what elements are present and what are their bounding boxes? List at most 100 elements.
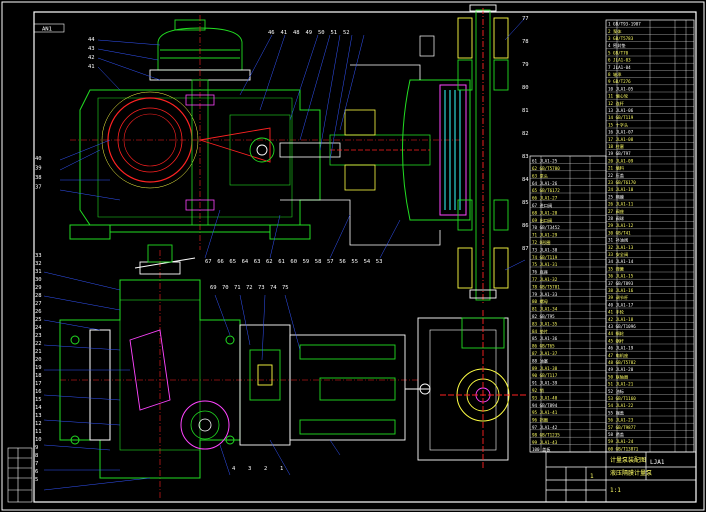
balloon-label: 24 — [35, 325, 42, 331]
parts-list-row: 9 GB/T276 — [608, 79, 631, 84]
balloon-label: 26 — [35, 309, 42, 315]
parts-list-row: 21 填料 — [608, 165, 625, 172]
parts-list-row: 33 安全阀 — [608, 251, 628, 258]
leaders-top — [59, 34, 401, 259]
parts-list-row: 65 GB/T6172 — [532, 188, 560, 193]
parts-list-row: 30 GB/T41 — [608, 230, 631, 235]
parts-list-row: 85 JLA1-36 — [532, 336, 558, 341]
balloon-label: 55 — [351, 259, 358, 265]
balloon-label: 65 — [229, 259, 236, 265]
balloon-label: 73 — [258, 285, 265, 291]
balloon-label: 23 — [35, 333, 42, 339]
parts-list-row: 34 JLA1-14 — [608, 259, 634, 264]
parts-list-row: 96 挡圈 — [532, 417, 548, 424]
parts-list-row: 53 GB/T1160 — [608, 396, 636, 401]
balloon-label: 53 — [376, 259, 383, 265]
balloon-label: 44 — [88, 37, 95, 43]
balloon-label: 61 — [278, 259, 285, 265]
balloon-label: 72 — [246, 285, 253, 291]
balloon-label: 80 — [522, 85, 529, 91]
balloon-label: 75 — [282, 285, 289, 291]
balloon-label: 9 — [35, 445, 38, 451]
valve-stack — [457, 4, 509, 305]
balloon-label: 4 — [232, 466, 236, 472]
parts-list-row: 26 JLA1-11 — [608, 202, 634, 207]
balloon-label: 13 — [35, 413, 42, 419]
parts-list-row: 62 GB/T5780 — [532, 166, 560, 171]
balloon-label: 3 — [248, 466, 251, 472]
worm-wheel — [101, 91, 199, 189]
side-view-head — [417, 310, 526, 470]
balloon-label: 8 — [35, 453, 38, 459]
balloon-label: 32 — [35, 261, 42, 267]
balloon-label: 37 — [35, 185, 42, 191]
balloon-label: 40 — [35, 156, 42, 162]
balloon-label: 85 — [522, 200, 529, 206]
balloon-label: 42 — [88, 55, 95, 61]
balloon-label: 28 — [35, 293, 42, 299]
parts-list-row: 39 调节杆 — [608, 294, 629, 301]
parts-list-row: 4 密封垫 — [608, 42, 626, 49]
balloon-label: 50 — [318, 30, 325, 36]
balloon-label: 11 — [35, 429, 42, 435]
parts-list-row: 68 JLA1-28 — [532, 210, 558, 215]
parts-list-row: 55 端盖 — [608, 409, 624, 416]
balloon-label: 86 — [522, 223, 529, 229]
balloon-label: 78 — [522, 39, 529, 45]
parts-list-row: 76 底座 — [532, 269, 548, 276]
plunger-cylinder — [279, 109, 431, 191]
balloon-label: 12 — [35, 421, 42, 427]
parts-list-row: 47 电机座 — [608, 352, 628, 359]
balloon-label: 74 — [270, 285, 277, 291]
balloon-label: 10 — [35, 437, 42, 443]
balloon-label: 84 — [522, 177, 529, 183]
parts-list-row: 15 十字头 — [608, 121, 628, 128]
parts-list-row: 57 GB/T9877 — [608, 425, 636, 430]
parts-list-row: 17 JLA1-08 — [608, 137, 634, 142]
title-block — [545, 451, 697, 503]
balloon-label: 77 — [522, 16, 529, 22]
parts-list-row: 97 JLA1-42 — [532, 425, 558, 430]
parts-list-row: 67 进口阀 — [532, 202, 552, 209]
parts-list-row: 3 GB/T5783 — [608, 36, 634, 41]
parts-list-row: 99 JLA1-43 — [532, 440, 558, 445]
parts-list-row: 60 GB/T13871 — [608, 446, 639, 451]
balloon-label: 33 — [35, 253, 42, 259]
parts-list-row: 25 隔膜 — [608, 193, 624, 200]
parts-list-row: 23 GB/T6170 — [608, 180, 636, 185]
balloon-label: 43 — [88, 46, 95, 52]
parts-list-row: 58 透盖 — [608, 431, 624, 438]
parts-list-row: 59 JLA1-24 — [608, 439, 634, 444]
vertical-shaft — [185, 79, 215, 226]
handwheel — [134, 244, 196, 275]
parts-list-row: 29 JLA1-12 — [608, 223, 634, 228]
parts-list-row: 61 JLA1-25 — [532, 159, 558, 164]
balloon-label: 19 — [35, 365, 42, 371]
parts-list-row: 10 JLA1-05 — [608, 86, 634, 91]
parts-list-row: 41 手轮 — [608, 309, 625, 316]
parts-list-row: 91 JLA1-39 — [532, 381, 558, 386]
title-line2: 液压隔膜计量泵 — [610, 469, 652, 477]
balloon-label: 16 — [35, 389, 42, 395]
parts-list-row: 11 偏心轮 — [608, 93, 629, 100]
balloon-label: 1 — [280, 466, 283, 472]
eccentric-wheel — [180, 400, 230, 450]
parts-list-row: 82 GB/T95 — [532, 314, 555, 319]
balloon-label: 7 — [35, 461, 38, 467]
balloon-label: 82 — [522, 131, 529, 137]
balloon-label: 54 — [364, 259, 371, 265]
parts-list-row: 66 JLA1-27 — [532, 196, 558, 201]
drawing-number: LJA1 — [650, 459, 665, 466]
parts-list-row: 98 GB/T1235 — [532, 432, 560, 437]
parts-list-row: 48 GB/T5782 — [608, 360, 636, 365]
parts-list-row: 74 GB/T119 — [532, 255, 558, 260]
parts-list-row: 70 GB/T3452 — [532, 225, 560, 230]
parts-list-row: 72 O形圈 — [532, 239, 550, 246]
parts-list-row: 12 连杆 — [608, 100, 625, 107]
balloon-label: 25 — [35, 317, 42, 323]
parts-list-row: 42 JLA1-18 — [608, 317, 634, 322]
balloon-label: 17 — [35, 381, 42, 387]
parts-list-row: 35 弹簧 — [608, 265, 624, 272]
balloon-label: 5 — [35, 477, 38, 483]
balloon-label: 52 — [343, 30, 350, 36]
